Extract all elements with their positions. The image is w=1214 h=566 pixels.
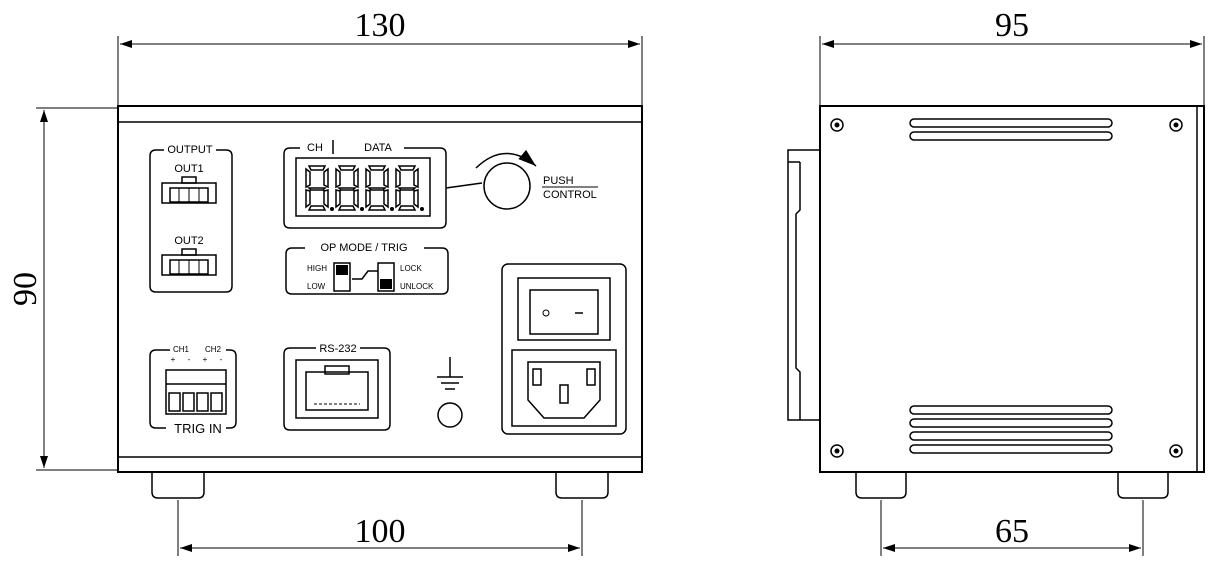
rs232-group: RS-232 <box>283 343 391 431</box>
screw-bottom-left-icon <box>830 444 844 458</box>
dimension-label-130: 130 <box>355 7 406 44</box>
output-group: OUTPUT OUT1 OUT2 <box>149 144 233 293</box>
out2-connector <box>161 248 217 276</box>
dimension-label-95: 95 <box>995 7 1029 44</box>
display-group: CH DATA <box>283 140 483 229</box>
digit-1 <box>305 165 334 211</box>
op-mode-group: OP MODE / TRIG HIGH LOW LOCK UNLOCK <box>285 242 449 295</box>
vent-slots-bottom <box>909 405 1113 454</box>
seven-segment-display <box>295 157 431 217</box>
front-foot-right <box>555 472 609 499</box>
dimension-height-front: 90 <box>7 107 118 471</box>
ch1-plus: + <box>171 355 176 364</box>
side-foot-right <box>1117 472 1169 499</box>
screw-top-right-icon <box>1169 118 1183 132</box>
out1-label: OUT1 <box>174 163 203 175</box>
rs232-label: RS-232 <box>319 343 356 355</box>
dimension-label-100: 100 <box>355 513 406 550</box>
ch2-label: CH2 <box>205 345 222 354</box>
dimension-depth-side: 95 <box>819 7 1205 106</box>
dimension-label-65: 65 <box>995 513 1029 550</box>
lock-label: LOCK <box>400 264 422 273</box>
dimension-foot-spacing-side: 65 <box>880 500 1144 556</box>
digit-2 <box>335 165 364 211</box>
side-enclosure <box>787 105 1205 473</box>
ground-terminal[interactable] <box>437 402 463 428</box>
digit-4 <box>395 165 424 211</box>
front-enclosure <box>117 105 643 473</box>
power-group <box>501 263 627 435</box>
trig-in-group: CH1 CH2 + - + - TRIG IN <box>149 345 237 436</box>
side-view: 95 <box>787 7 1205 556</box>
push-label: PUSH <box>543 175 574 187</box>
rs232-port[interactable] <box>295 359 379 419</box>
dimension-width-front: 130 <box>117 7 643 106</box>
screw-bottom-right-icon <box>1169 444 1183 458</box>
trig-in-terminal[interactable] <box>165 369 227 415</box>
trig-in-label: TRIG IN <box>174 421 222 436</box>
op-mode-title: OP MODE / TRIG <box>321 242 408 254</box>
output-title: OUTPUT <box>167 144 213 156</box>
display-digits <box>305 165 424 211</box>
front-view: 130 90 100 <box>7 7 643 556</box>
out2-label: OUT2 <box>174 235 203 247</box>
screw-top-left-icon <box>830 118 844 132</box>
dimension-foot-spacing-front: 100 <box>177 500 583 556</box>
ch1-label: CH1 <box>173 345 190 354</box>
side-foot-left <box>855 472 907 499</box>
ch2-minus: - <box>220 355 223 364</box>
front-foot-left <box>151 472 205 499</box>
data-label: DATA <box>364 142 392 154</box>
low-label: LOW <box>307 282 326 291</box>
ch-label: CH <box>307 142 323 154</box>
lock-switch[interactable] <box>377 262 395 292</box>
push-control-knob[interactable]: PUSH CONTROL <box>475 149 598 210</box>
high-label: HIGH <box>307 264 327 273</box>
power-switch[interactable] <box>517 277 611 341</box>
mode-switch[interactable] <box>333 262 351 292</box>
out1-connector <box>161 176 217 204</box>
iec-power-inlet[interactable] <box>511 349 617 427</box>
ch2-plus: + <box>203 355 208 364</box>
ch1-minus: - <box>188 355 191 364</box>
unlock-label: UNLOCK <box>400 282 434 291</box>
vent-slots-top <box>909 118 1113 141</box>
digit-3 <box>365 165 394 211</box>
dimension-label-90: 90 <box>7 272 44 306</box>
ground-symbol-icon <box>437 357 463 390</box>
control-label: CONTROL <box>543 189 597 201</box>
